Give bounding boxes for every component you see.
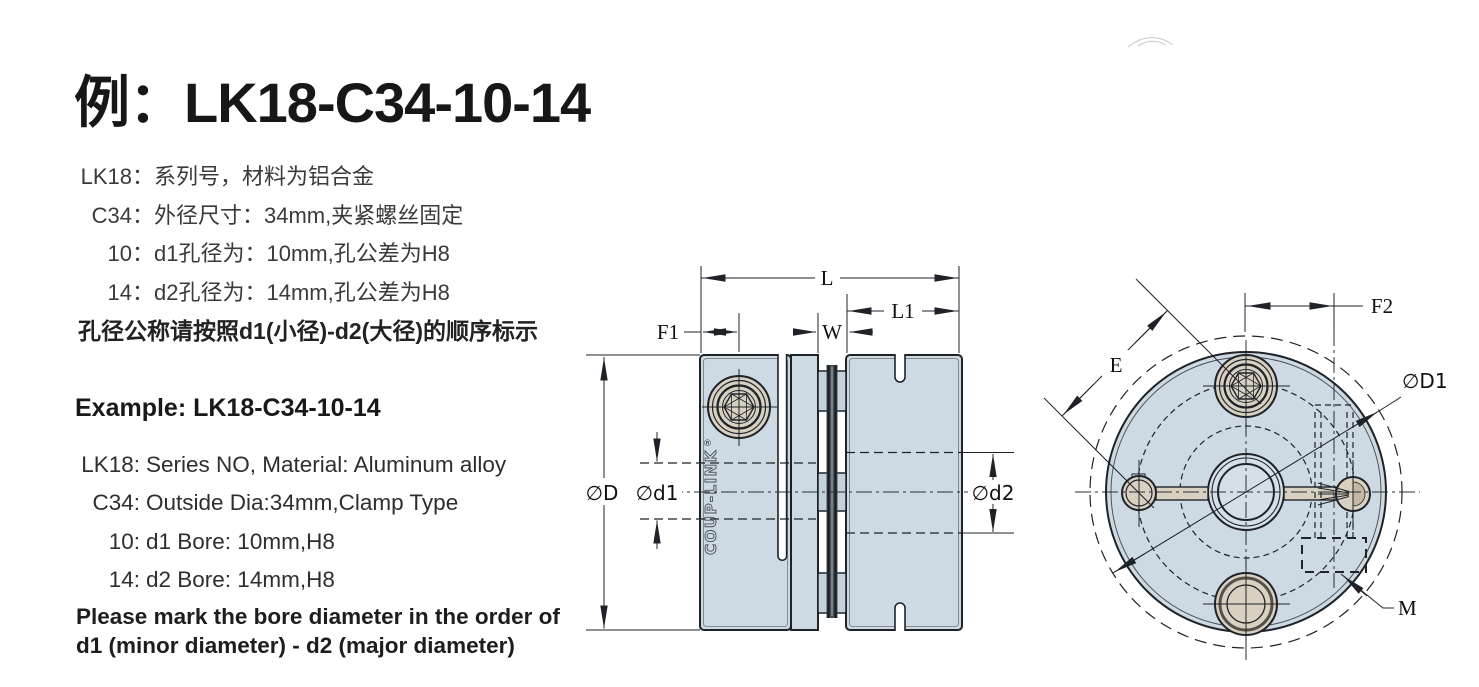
spec-line-en: 10:d1 Bore: 10mm,H8 bbox=[76, 523, 506, 561]
spec-desc: 系列号，材料为铝合金 bbox=[154, 164, 375, 190]
spec-desc: d2孔径为：14mm,孔公差为H8 bbox=[154, 279, 450, 305]
dim-label-D: ∅D bbox=[586, 481, 619, 505]
dim-label-d2: ∅d2 bbox=[972, 481, 1015, 505]
dim-label-W: W bbox=[822, 320, 842, 344]
note-line-1: Please mark the bore diameter in the ord… bbox=[76, 604, 560, 629]
spec-line-en: C34:Outside Dia:34mm,Clamp Type bbox=[76, 484, 506, 522]
dim-label-d1: ∅d1 bbox=[636, 481, 679, 505]
spec-code: 10: bbox=[108, 528, 140, 554]
bore-order-note-cn: 孔径公称请按照d1(小径)-d2(大径)的顺序标示 bbox=[78, 318, 538, 344]
example-heading-en: Example: LK18-C34-10-14 bbox=[75, 394, 381, 422]
dim-label-D1: ∅D1 bbox=[1402, 369, 1448, 393]
spec-line-cn: 10：d1孔径为：10mm,孔公差为H8 bbox=[78, 233, 463, 272]
right-hub-slit-bottom bbox=[894, 602, 906, 631]
right-hub-slit-top bbox=[894, 354, 906, 383]
spec-desc: Outside Dia:34mm,Clamp Type bbox=[146, 490, 459, 516]
spec-desc: Series NO, Material: Aluminum alloy bbox=[146, 452, 507, 478]
dim-label-L1: L1 bbox=[891, 299, 914, 323]
spec-desc: d1 Bore: 10mm,H8 bbox=[146, 528, 335, 554]
bore-order-note-en: Please mark the bore diameter in the ord… bbox=[76, 603, 560, 660]
registered-mark: ® bbox=[703, 439, 712, 449]
spec-code: C34： bbox=[91, 202, 154, 228]
dim-label-E: E bbox=[1110, 353, 1123, 377]
spec-code: 14: bbox=[108, 567, 140, 593]
spec-code: 10： bbox=[107, 241, 154, 267]
dim-label-F1: F1 bbox=[657, 320, 679, 344]
spec-desc: 外径尺寸：34mm,夹紧螺丝固定 bbox=[154, 202, 464, 228]
dim-label-L: L bbox=[821, 266, 834, 290]
dim-label-F2: F2 bbox=[1371, 294, 1393, 318]
spec-line-cn: 14：d2孔径为：14mm,孔公差为H8 bbox=[78, 272, 463, 311]
note-line-2: d1 (minor diameter) - d2 (major diameter… bbox=[76, 632, 515, 658]
dim-label-M: M bbox=[1398, 596, 1417, 620]
brand-text: COUP-LINK bbox=[702, 449, 720, 555]
spec-line-en: 14:d2 Bore: 14mm,H8 bbox=[76, 561, 506, 599]
spec-code: LK18： bbox=[80, 164, 154, 190]
spec-code: LK18: bbox=[81, 452, 140, 478]
spec-line-en: LK18:Series NO, Material: Aluminum alloy bbox=[76, 446, 506, 484]
spec-line-cn: LK18：系列号，材料为铝合金 bbox=[78, 156, 463, 195]
spec-list-cn: LK18：系列号，材料为铝合金 C34：外径尺寸：34mm,夹紧螺丝固定 10：… bbox=[78, 156, 464, 311]
spec-code: C34: bbox=[92, 490, 140, 516]
left-hub-slit bbox=[777, 354, 788, 562]
spec-list-en: LK18:Series NO, Material: Aluminum alloy… bbox=[76, 446, 506, 599]
spec-code: 14： bbox=[107, 279, 154, 305]
spec-desc: d2 Bore: 14mm,H8 bbox=[146, 567, 335, 593]
spec-desc: d1孔径为：10mm,孔公差为H8 bbox=[154, 241, 450, 267]
front-view: F2 E ∅D1 M bbox=[1043, 278, 1448, 662]
spec-line-cn: C34：外径尺寸：34mm,夹紧螺丝固定 bbox=[78, 195, 464, 234]
side-view: COUP-LINK ® L L1 bbox=[583, 266, 1019, 631]
watermark-logo bbox=[1127, 37, 1174, 48]
page-title: 例：LK18-C34-10-14 bbox=[74, 71, 591, 134]
clamp-slot-left bbox=[1155, 486, 1209, 501]
